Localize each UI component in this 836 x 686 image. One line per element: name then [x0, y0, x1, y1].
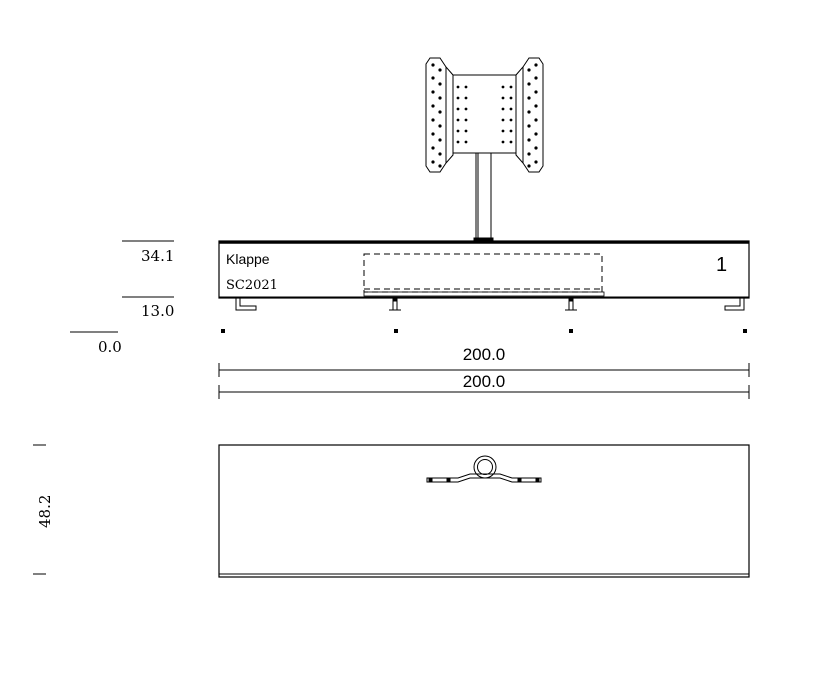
- level-label-base: 0.0: [98, 338, 122, 356]
- bracket-holes: [431, 63, 538, 168]
- caster-left: [389, 297, 401, 311]
- foot-left: [235, 298, 257, 311]
- caster-right: [565, 297, 577, 311]
- depth-dimension-label: 48.2: [36, 495, 54, 528]
- bracket-left-wing: [425, 57, 454, 173]
- flap-label: Klappe: [226, 251, 270, 267]
- level-label-top: 34.1: [141, 247, 174, 265]
- cabinet-front: Klappe SC2021 1: [218, 240, 750, 333]
- cabinet-top: [218, 444, 750, 578]
- width-dimension-1-label: 200.0: [463, 345, 506, 364]
- width-dimension-2-label: 200.0: [463, 372, 506, 391]
- foot-right: [724, 298, 745, 311]
- model-code: SC2021: [226, 278, 278, 293]
- support-column: [473, 152, 494, 243]
- floor-marker: [569, 329, 573, 333]
- floor-marker: [221, 329, 225, 333]
- item-number: 1: [716, 254, 727, 276]
- front-view: 34.1 13.0 0.0: [70, 57, 750, 399]
- column-ring: [473, 455, 497, 479]
- level-label-mid: 13.0: [141, 302, 174, 320]
- flap-outline-dashed: [363, 253, 603, 293]
- floor-marker: [743, 329, 747, 333]
- width-dimension-1: [218, 363, 750, 377]
- bracket-right-wing: [515, 57, 544, 173]
- bracket-center-plate: [452, 74, 517, 154]
- width-dimension-2: [218, 385, 750, 399]
- floor-marker: [394, 329, 398, 333]
- mount-base-top: [426, 455, 542, 483]
- top-view: 48.2: [33, 444, 750, 578]
- vesa-bracket: [425, 57, 544, 173]
